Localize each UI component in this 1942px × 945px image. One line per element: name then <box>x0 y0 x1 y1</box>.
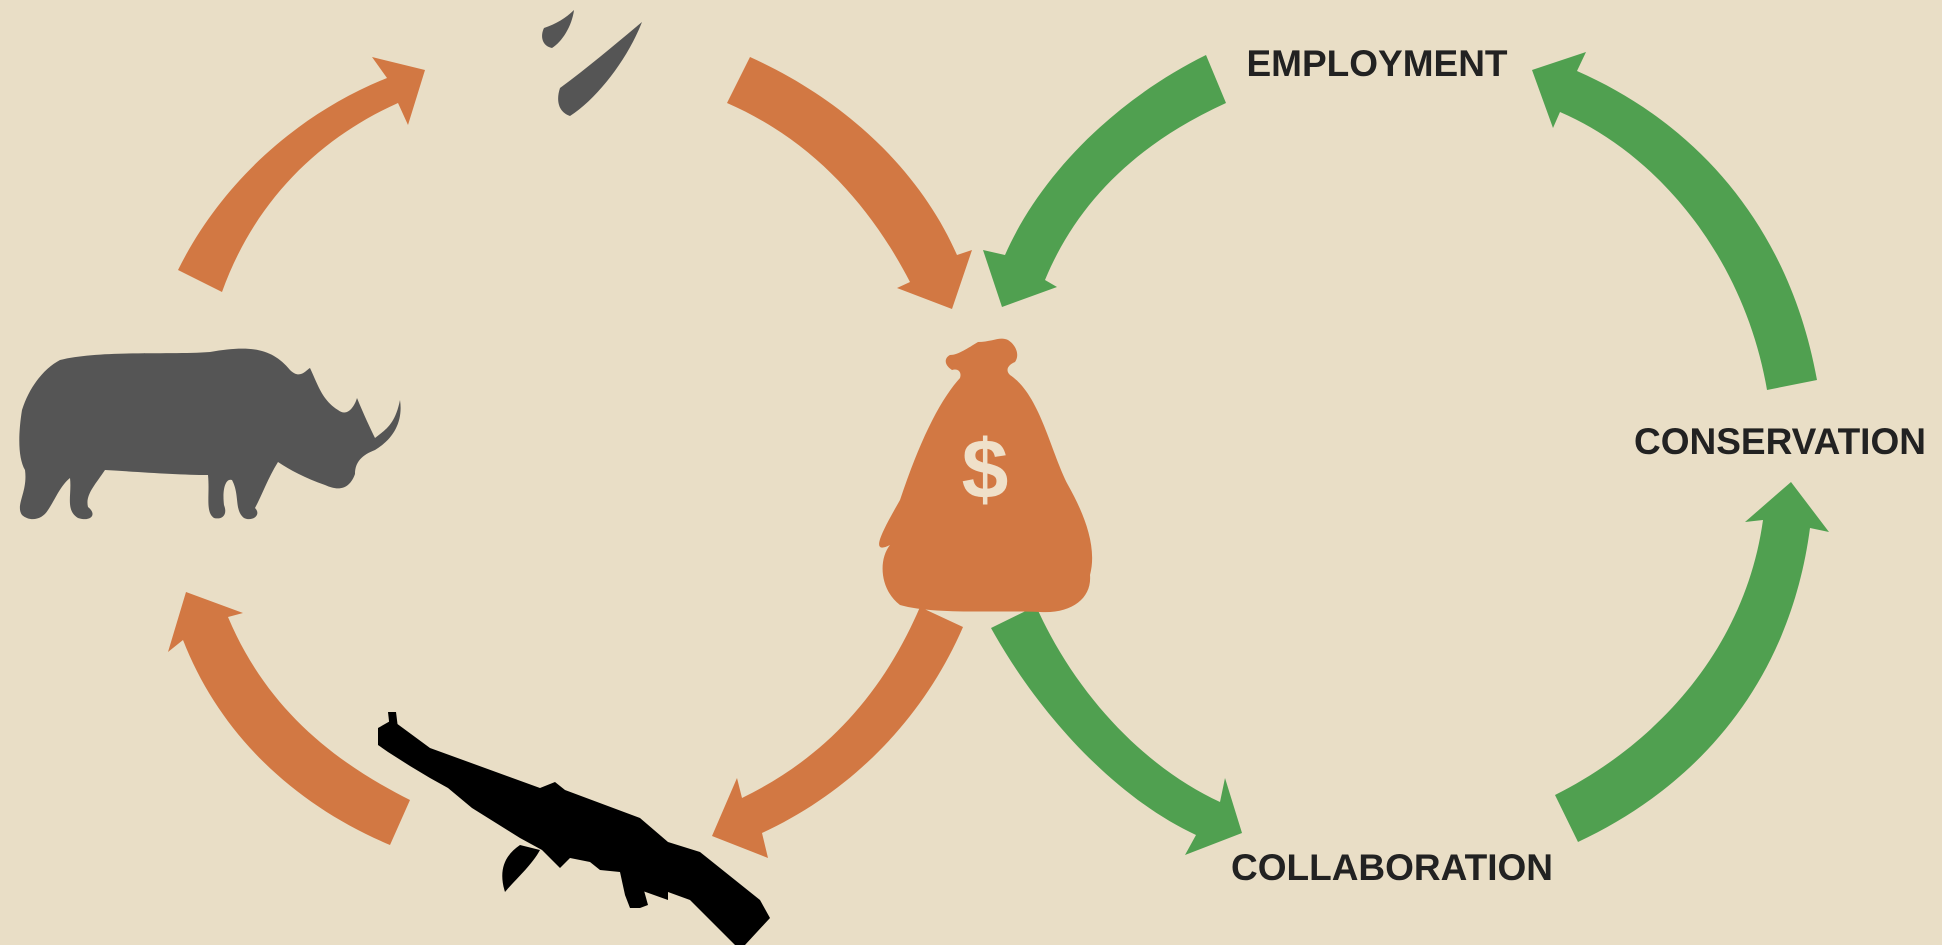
rhino-silhouette-icon <box>19 348 401 520</box>
assault-rifle-icon <box>378 712 770 945</box>
conservation-cycle-arrows <box>983 52 1829 855</box>
label-conservation: CONSERVATION <box>1634 421 1926 462</box>
label-employment: EMPLOYMENT <box>1246 43 1507 84</box>
arrow-employment-to-money <box>983 55 1226 307</box>
arrow-conservation-to-employment <box>1532 52 1817 390</box>
arrow-horn-to-money <box>727 57 972 309</box>
arrow-collaboration-to-conservation <box>1555 482 1829 842</box>
money-bag-body <box>879 338 1093 613</box>
rhino-horn-icon <box>542 10 642 116</box>
money-bag-icon: $ <box>879 338 1093 613</box>
arrow-money-to-collaboration <box>991 606 1242 855</box>
dollar-symbol: $ <box>962 422 1009 516</box>
arrow-rifle-to-rhino <box>168 592 410 845</box>
label-collaboration: COLLABORATION <box>1231 847 1553 888</box>
arrow-rhino-to-horn <box>178 57 425 292</box>
poaching-cycle-arrows <box>168 57 972 858</box>
arrow-money-to-rifle <box>712 607 963 858</box>
